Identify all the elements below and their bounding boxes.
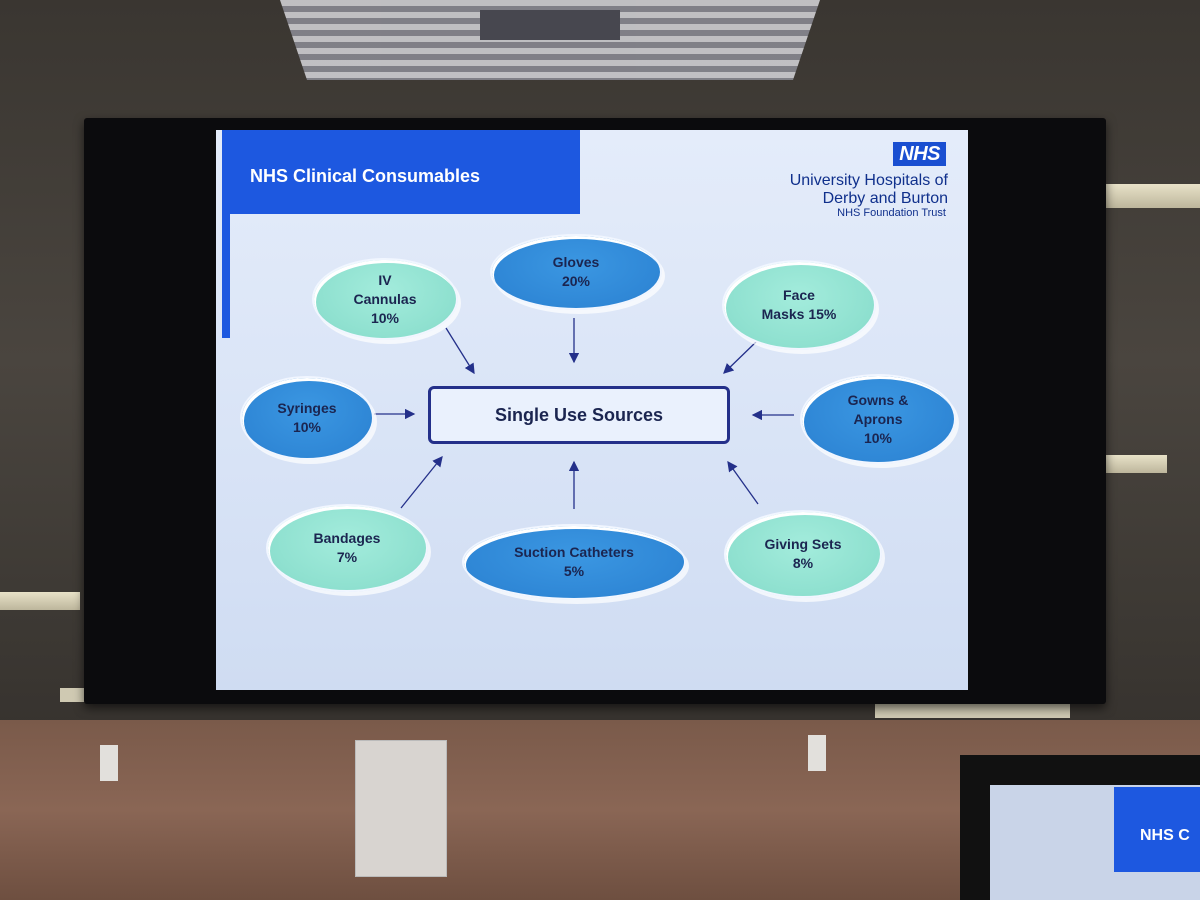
node-giving-sets: Giving Sets 8% xyxy=(724,510,882,598)
node-label: 10% xyxy=(863,429,892,446)
arrows-layer xyxy=(374,318,794,509)
node-label: 10% xyxy=(292,419,321,435)
node-label: Syringes xyxy=(277,400,337,416)
center-node: Single Use Sources xyxy=(428,386,730,444)
node-syringes: Syringes 10% xyxy=(240,376,374,460)
presentation-slide: NHS Clinical Consumables NHS University … xyxy=(216,130,968,690)
arrow-iv-cannulas xyxy=(445,327,475,375)
node-label: Bandages xyxy=(313,530,381,546)
title-bar-accent xyxy=(222,214,230,338)
node-label: Giving Sets xyxy=(764,536,842,552)
org-name: University Hospitals of Derby and Burton xyxy=(790,172,948,208)
wall-sensor-left xyxy=(100,745,118,781)
org-name-line1: University Hospitals of xyxy=(789,172,948,189)
node-label: Aprons xyxy=(853,410,903,427)
slide-title: NHS Clinical Consumables xyxy=(250,166,481,186)
org-subtitle: NHS Foundation Trust xyxy=(837,207,946,219)
node-label: IV xyxy=(378,271,392,288)
node-label: 8% xyxy=(792,555,814,571)
node-label: Suction Catheters xyxy=(514,544,634,560)
title-bar xyxy=(222,130,580,214)
node-label: 10% xyxy=(370,309,399,326)
node-label: 5% xyxy=(563,563,585,579)
node-suction-catheters: Suction Catheters 5% xyxy=(462,524,686,600)
node-label: 7% xyxy=(336,549,358,565)
ceiling-vent xyxy=(280,0,820,80)
node-label: Gloves xyxy=(552,254,600,270)
ceiling-light-left xyxy=(0,592,80,610)
node-label: Cannulas xyxy=(353,290,417,307)
screen-ledge-right xyxy=(875,704,1070,718)
node-label: Masks 15% xyxy=(761,306,837,322)
node-label: 20% xyxy=(561,273,590,289)
background-slide-title: NHS C xyxy=(1114,787,1200,872)
org-name-line2: Derby and Burton xyxy=(822,190,948,207)
arrow-bandages xyxy=(400,455,443,509)
node-gowns-aprons: Gowns & Aprons 10% xyxy=(800,374,956,464)
node-bandages: Bandages 7% xyxy=(266,504,428,592)
ceiling-light-right xyxy=(1105,184,1200,208)
wall-sensor-right xyxy=(808,735,826,771)
node-label: Gowns & xyxy=(847,391,909,408)
arrow-giving-sets xyxy=(727,460,759,505)
node-label: Face xyxy=(783,287,815,303)
arrow-face-masks xyxy=(723,341,757,374)
wall-speaker xyxy=(355,740,447,877)
node-gloves: Gloves 20% xyxy=(490,234,662,310)
ceiling-light-right-2 xyxy=(1105,455,1167,473)
node-iv-cannulas: IV Cannulas 10% xyxy=(312,258,458,340)
nhs-logo: NHS xyxy=(893,142,946,166)
